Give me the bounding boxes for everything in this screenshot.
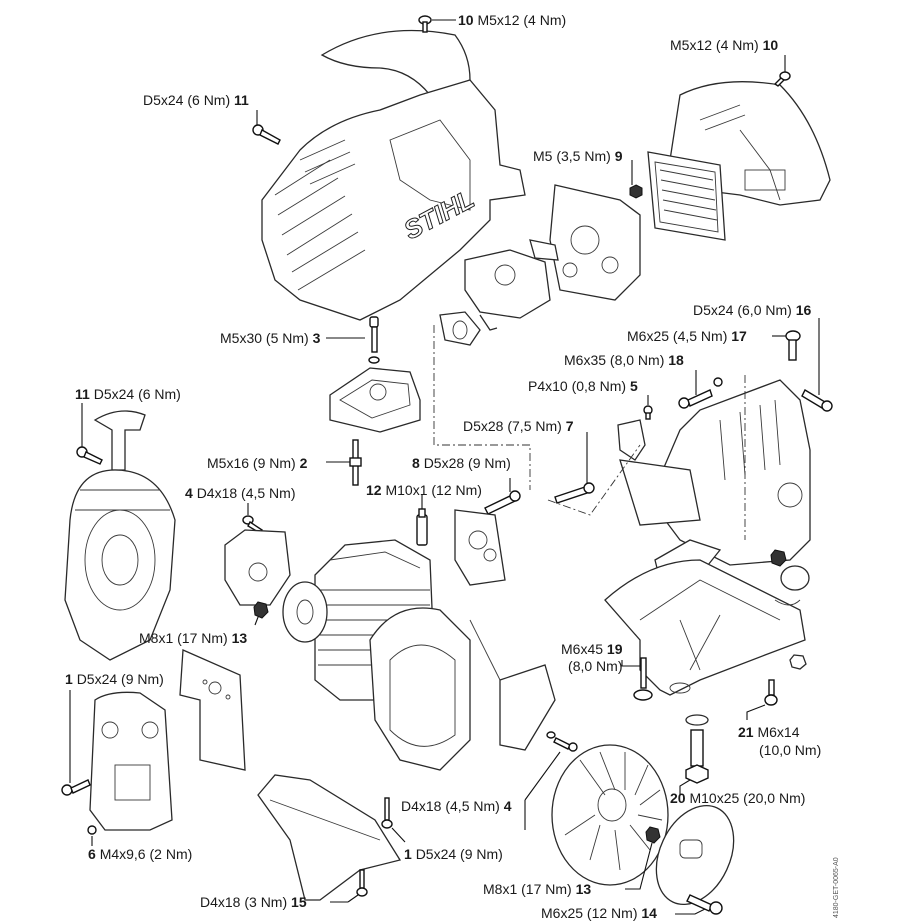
screw-11-shroud [252, 110, 281, 145]
callout-15: D4x18 (3 Nm) 15 [200, 894, 307, 910]
callout-17: M6x25 (4,5 Nm) 17 [627, 328, 747, 344]
callout-4-flywheel: D4x18 (4,5 Nm) 4 [401, 798, 512, 814]
callout-8: 8 D5x28 (9 Nm) [412, 455, 511, 471]
callout-19: M6x45 19(8,0 Nm) [561, 641, 623, 674]
callout-14: M6x25 (12 Nm) 14 [541, 905, 657, 921]
gasket [439, 311, 481, 346]
callout-4-cover: 4 D4x18 (4,5 Nm) [185, 485, 296, 501]
air-filter-element [647, 151, 726, 241]
screw-17 [772, 330, 801, 361]
callout-1-tank: 1 D5x24 (9 Nm) [404, 846, 503, 862]
screw-21 [746, 679, 778, 720]
callout-7: D5x28 (7,5 Nm) 7 [463, 418, 574, 434]
flywheel [551, 744, 669, 886]
spring-parts [770, 549, 810, 670]
screw-5 [643, 395, 653, 420]
screw-14 [675, 894, 723, 915]
callout-5: P4x10 (0,8 Nm) 5 [528, 378, 638, 394]
callout-9: M5 (3,5 Nm) 9 [533, 148, 623, 164]
screw-8 [484, 478, 521, 515]
stud-2 [326, 439, 362, 486]
screw-1-tank [381, 797, 406, 843]
recoil-starter [64, 410, 176, 661]
callout-21: 21 M6x14(10,0 Nm) [738, 724, 822, 758]
callout-1-muffler: 1 D5x24 (9 Nm) [65, 671, 164, 687]
screw-4-cover [242, 503, 263, 534]
fuel-tank [257, 774, 402, 901]
callout-6: 6 M4x9,6 (2 Nm) [88, 846, 193, 862]
screw-1-muffler [61, 690, 91, 796]
screw-10-filter [773, 55, 791, 87]
callout-10-top: 10 M5x12 (4 Nm) [458, 12, 567, 28]
filter-base [549, 184, 641, 301]
callout-11-shroud: D5x24 (6 Nm) 11 [143, 92, 249, 108]
screw-15 [330, 869, 368, 903]
spark-plug [416, 495, 428, 546]
callout-10-filter: M5x12 (4 Nm) 10 [670, 37, 779, 53]
muffler [89, 691, 173, 831]
mounting-bracket [604, 559, 806, 696]
screw-4-flywheel [524, 731, 578, 830]
callout-16: D5x24 (6,0 Nm) 16 [693, 302, 812, 318]
engine-shroud: STIHL [261, 29, 526, 321]
callout-20: 20 M10x25 (20,0 Nm) [670, 790, 806, 806]
ignition-coil [469, 619, 556, 751]
callout-11-starter: 11 D5x24 (6 Nm) [75, 386, 181, 402]
callout-18: M6x35 (8,0 Nm) 18 [564, 352, 684, 368]
screw-11-starter [76, 403, 103, 465]
nut-13-flywheel [625, 826, 661, 890]
callout-2: M5x16 (9 Nm) 2 [207, 455, 308, 471]
intake-manifold [454, 509, 506, 586]
assembly-line-ignition [547, 444, 641, 516]
clutch [655, 804, 735, 906]
bolt-20 [679, 714, 709, 795]
nut-9 [629, 160, 643, 199]
pulley [282, 581, 328, 643]
callout-13-cover: M8x1 (17 Nm) 13 [139, 630, 248, 646]
valve-cover [329, 367, 421, 433]
drawing-code: 4180-GET-0065-A0 [833, 857, 840, 918]
screw-16 [801, 318, 833, 412]
heat-shield-plate [179, 649, 246, 771]
carburetor [464, 239, 559, 331]
ignition-module [617, 419, 701, 526]
screw-3 [326, 316, 380, 364]
crankcase [369, 607, 471, 771]
screw-18 [678, 370, 723, 409]
screw-19 [621, 657, 653, 701]
callout-13-flywheel: M8x1 (17 Nm) 13 [483, 881, 592, 897]
crankcase-cover [224, 529, 291, 606]
assembly-line-carb [433, 325, 531, 490]
screw-7 [554, 432, 595, 504]
callout-3: M5x30 (5 Nm) 3 [220, 330, 321, 346]
nut-13-cover [253, 601, 269, 626]
screw-6 [87, 825, 97, 846]
screw-10-top [418, 15, 456, 33]
callout-12: 12 M10x1 (12 Nm) [366, 482, 482, 498]
